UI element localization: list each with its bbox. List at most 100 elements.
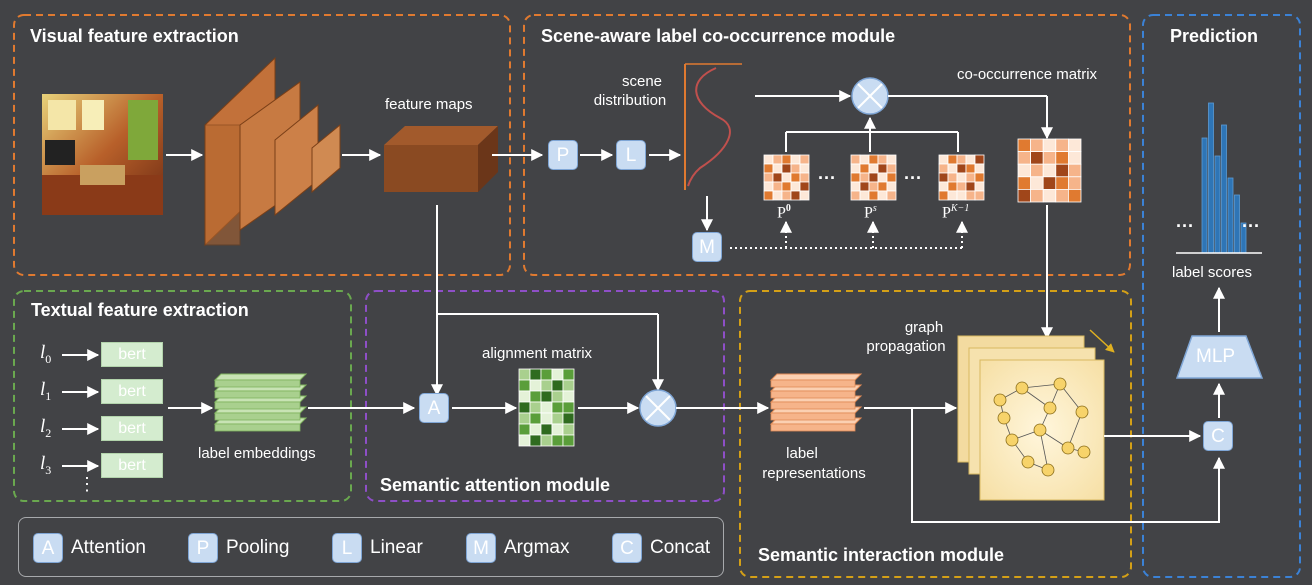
alignment-cell [518,423,531,436]
alignment-cell [529,401,542,414]
ps-matrix-cell [886,181,897,192]
p0-matrix-cell [799,172,810,183]
interaction-module-box [739,290,1132,578]
pk-matrix-cell [947,190,958,201]
ps-matrix-cell [859,172,870,183]
p0-matrix-cell [763,154,774,165]
cooc-output-cell [1068,151,1082,165]
cooc-output-cell [1042,176,1057,190]
attention-op: A [419,393,449,423]
alignment-cell [551,423,564,436]
scene-label-line2: distribution [593,92,667,109]
graph-node [1053,377,1067,391]
graph-node [1033,423,1047,437]
ps-matrix-cell [850,163,861,174]
pk-matrix-cell [965,154,976,165]
prediction-module-box [1142,14,1301,578]
pk-matrix-cell [974,181,985,192]
alignment-cell [529,390,542,403]
pk-matrix-cell [947,154,958,165]
cooccurrence-matrix-label: co-occurrence matrix [957,66,1098,83]
mlp-label: MLP [1196,346,1236,367]
ps-matrix-cell [868,154,879,165]
graph-edge [1067,411,1083,449]
visual-module-box [13,14,511,276]
p0-matrix-cell [781,154,792,165]
p0-matrix-cell [799,154,810,165]
score-bar [1208,102,1214,254]
cooc-output-cell [1017,163,1032,178]
label-score-bars [1201,102,1247,254]
pk-matrix-cell [956,163,967,174]
legend-key: A [33,533,63,563]
cooccurrence-matrix-output [1017,138,1082,203]
ps-matrix-cell [850,190,861,201]
p0-matrix-cell [790,154,801,165]
cooc-output-cell [1030,176,1044,190]
legend [18,517,724,577]
cooc-output-cell [1030,138,1044,153]
ps-matrix-cell [886,154,897,165]
legend-key: C [612,533,642,563]
alignment-cell [562,390,575,403]
ps-matrix-cell [877,172,888,183]
graph-node [1041,463,1055,477]
input-image [42,94,163,215]
ps-matrix-cell [877,163,888,174]
pk-matrix-cell [938,163,949,174]
cooc-output-cell [1055,151,1069,165]
cooc-output-cell [1068,138,1082,153]
visual-module-title: Visual feature extraction [30,26,239,46]
legend-text: Concat [650,537,711,558]
alignment-cell [551,412,564,425]
alignment-cell [518,390,531,403]
pk-label: PK−1 [942,203,970,222]
ps-matrix-cell [868,181,879,192]
p0-matrix-cell [790,181,801,192]
ps-matrix-cell [868,172,879,183]
ps-matrix-cell [859,190,870,201]
pk-matrix-cell [974,163,985,174]
prediction-module-title: Prediction [1170,26,1259,46]
ps-matrix-cell [886,163,897,174]
p0-matrix-cell [763,181,774,192]
feature-maps-label: feature maps [385,96,473,113]
legend-text: Attention [71,537,146,558]
p0-matrix-cell [799,181,810,192]
cooc-output-cell [1055,138,1069,153]
embedding-plate [214,401,301,410]
graph-label-line2: propagation [866,338,946,355]
score-bar [1201,137,1208,254]
attention-module-box [365,290,725,502]
alignment-cell [562,412,575,425]
alignment-cell [551,434,564,447]
legend-key: P [188,533,218,563]
pk-matrix-cell [974,190,985,201]
cooc-output-cell [1055,163,1069,178]
cooc-output-cell [1042,151,1057,165]
pk-matrix-cell [947,163,958,174]
graph-node [1061,441,1075,455]
alignment-cell [551,379,564,392]
bert-encoder-0: bert [101,342,163,367]
rep-plate [770,412,856,421]
alignment-matrix-label: alignment matrix [482,345,593,362]
ps-matrix-cell [877,190,888,201]
ps-matrix-cell [868,190,879,201]
ps-matrix-cell [877,181,888,192]
pk-matrix-cell [956,172,967,183]
ps-matrix-cell [850,172,861,183]
alignment-cell [540,368,553,381]
p0-matrix-cell [763,172,774,183]
p0-matrix-cell [772,163,783,174]
cooc-output-cell [1030,188,1044,203]
pk-matrix-cell [965,163,976,174]
mlp-block [1175,335,1264,379]
pk-matrix-cell [938,190,949,201]
cooc-output-cell [1068,163,1082,178]
rep-plate [770,401,856,410]
bert-encoder-1: bert [101,379,163,404]
cooccurrence-matrices [763,154,985,201]
